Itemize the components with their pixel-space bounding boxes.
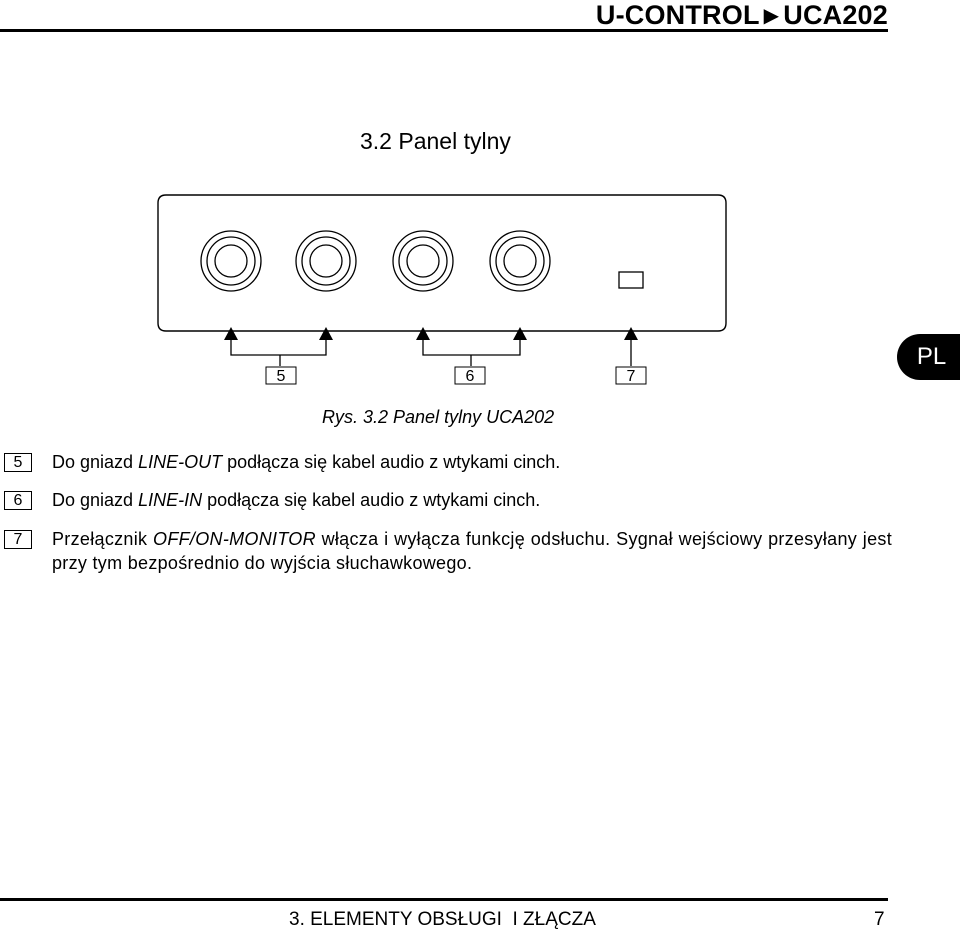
description-text: Przełącznik OFF/ON-MONITOR włącza i wyłą… (52, 529, 892, 573)
page-number: 7 (874, 909, 885, 930)
rca-jack (489, 230, 551, 292)
rca-jack (295, 230, 357, 292)
monitor-switch (618, 271, 644, 289)
callout-box (454, 366, 486, 385)
item-number-box: 5 (4, 453, 32, 472)
header-model: UCA202 (783, 0, 888, 30)
rear-panel-diagram: 5 6 7 (157, 194, 727, 385)
rca-jack (200, 230, 262, 292)
callout-box (615, 366, 647, 385)
callout-label-7: 7 (627, 368, 636, 385)
footer-rule (0, 898, 888, 901)
arrow-up-icon (513, 327, 527, 340)
description-text: Do gniazd LINE-OUT podłącza się kabel au… (52, 452, 561, 472)
term-line-out: LINE-OUT (138, 452, 223, 472)
rca-jack (392, 230, 454, 292)
footer-section-title: 3. ELEMENTY OBSŁUGI I ZŁĄCZA (289, 909, 596, 930)
header-title: U-CONTROL▶UCA202 (596, 0, 888, 33)
arrow-up-icon (416, 327, 430, 340)
header-rule (0, 29, 888, 32)
header-product: U-CONTROL (595, 0, 760, 30)
section-title: 3.2 Panel tylny (360, 128, 511, 154)
item-number-box: 7 (4, 530, 32, 549)
item-number-box: 6 (4, 491, 32, 510)
arrow-up-icon (319, 327, 333, 340)
callout-label-6: 6 (466, 368, 475, 385)
callout-label-5: 5 (277, 368, 286, 385)
term-line-in: LINE-IN (138, 490, 203, 510)
figure-caption: Rys. 3.2 Panel tylny UCA202 (322, 407, 555, 427)
description-text: Do gniazd LINE-IN podłącza się kabel aud… (52, 490, 541, 510)
language-badge: PL (897, 334, 960, 380)
arrow-up-icon (224, 327, 238, 340)
callout-6-leader (422, 338, 521, 366)
panel-outline (157, 194, 727, 332)
term-monitor-switch: OFF/ON-MONITOR (153, 529, 316, 549)
play-arrow-icon: ▶ (763, 5, 780, 27)
callout-5-leader (230, 338, 327, 366)
arrow-up-icon (624, 327, 638, 340)
callout-box (265, 366, 297, 385)
